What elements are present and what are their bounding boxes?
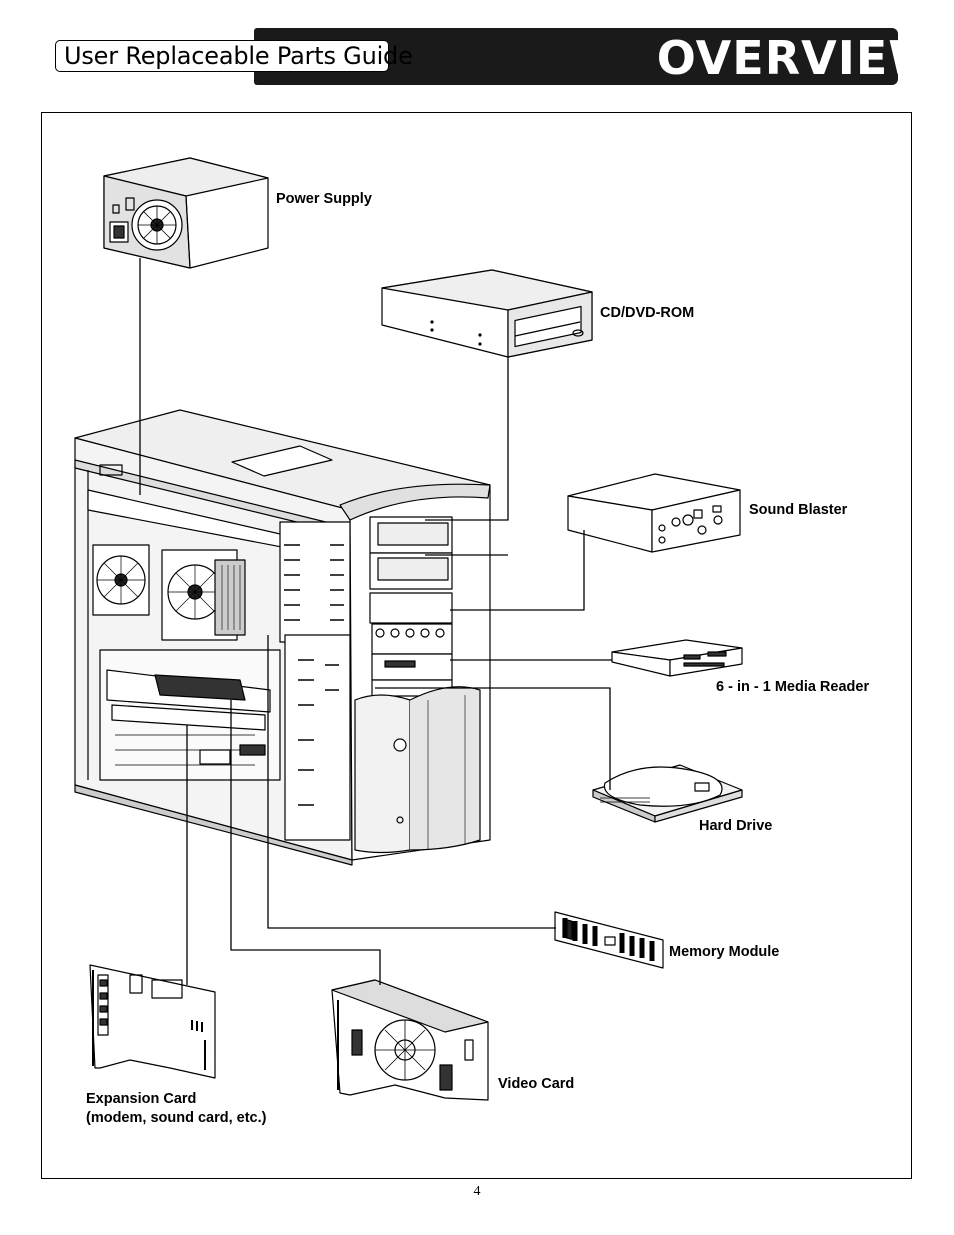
callout-cd-dvd-a [425, 357, 509, 521]
cd-dvd-drive-illustration [381, 269, 593, 358]
guide-title: User Replaceable Parts Guide [64, 42, 413, 70]
label-video-card: Video Card [498, 1076, 575, 1092]
video-card-illustration [331, 979, 489, 1101]
computer-tower-illustration [74, 409, 491, 866]
callout-sound-blaster [450, 530, 585, 611]
label-hard-drive: Hard Drive [699, 818, 773, 834]
section-title: OVERVIEW [656, 31, 940, 85]
guide-title-box: User Replaceable Parts Guide [55, 40, 413, 72]
label-sound-blaster: Sound Blaster [749, 502, 848, 518]
expansion-card-illustration [89, 964, 216, 1079]
callout-memory [267, 635, 556, 929]
hard-drive-illustration [592, 764, 743, 823]
callout-lines [139, 258, 612, 985]
label-power-supply: Power Supply [276, 191, 372, 207]
callout-hard-drive [375, 687, 611, 790]
label-expansion-card-note: (modem, sound card, etc.) [86, 1110, 267, 1126]
media-reader-illustration [611, 639, 743, 677]
diagram-frame [41, 112, 912, 1179]
page-number: 4 [473, 1184, 481, 1199]
label-expansion-card: Expansion Card [86, 1091, 197, 1107]
callout-video [230, 700, 381, 985]
label-cd-dvd-rom: CD/DVD-ROM [600, 305, 695, 321]
memory-module-illustration [554, 911, 664, 969]
power-supply-illustration [103, 157, 269, 269]
sound-blaster-illustration [567, 473, 741, 553]
label-media-reader: 6 - in - 1 Media Reader [716, 679, 870, 695]
label-memory-module: Memory Module [669, 944, 780, 960]
